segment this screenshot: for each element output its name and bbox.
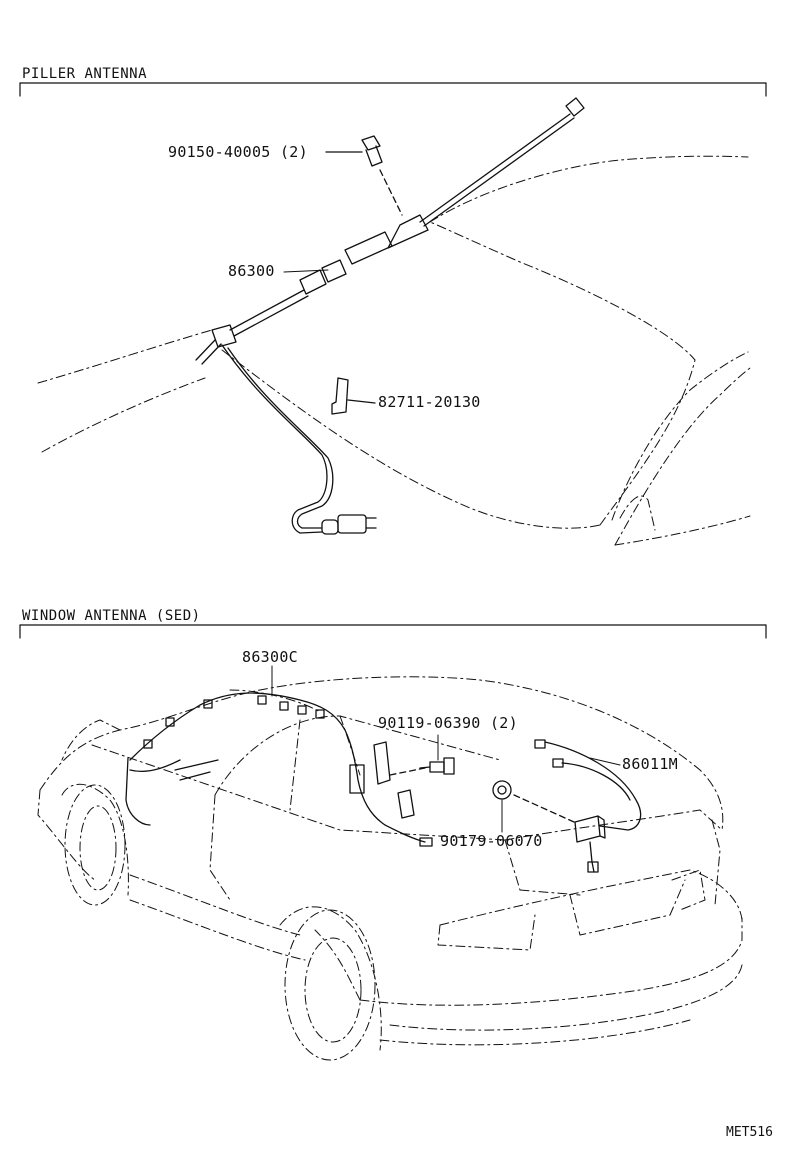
car-body-outline-top (37, 155, 751, 546)
front-wheel (61, 783, 129, 906)
screw-90119-06390 (389, 734, 455, 776)
grommet-90179-06070 (492, 780, 575, 833)
part-number-amplifier: 86011M (622, 755, 678, 773)
rear-wheel (279, 906, 382, 1061)
antenna-mast-86300 (195, 97, 585, 535)
figure-code: MET516 (726, 1125, 773, 1140)
section-1-frame (19, 82, 767, 97)
bolt-90150-40005 (325, 135, 403, 216)
part-number-antenna-assy: 86300 (228, 262, 275, 280)
sedan-body-outline (37, 676, 743, 1046)
section-2-frame (19, 624, 767, 639)
section-title-piller-antenna: PILLER ANTENNA (22, 66, 148, 82)
part-number-bolt: 90150-40005 (2) (168, 143, 308, 161)
part-number-bracket: 82711-20130 (378, 393, 481, 411)
amplifier-86011M (534, 739, 642, 873)
part-number-screw: 90119-06390 (2) (378, 714, 518, 732)
section-title-window-antenna: WINDOW ANTENNA (SED) (22, 608, 201, 624)
part-number-grommet: 90179-06070 (440, 832, 543, 850)
part-number-window-antenna-harness: 86300C (242, 648, 298, 666)
leader-86300 (283, 269, 329, 273)
bracket-82711-20130 (331, 377, 376, 415)
window-antenna-harness-86300C (125, 665, 433, 847)
